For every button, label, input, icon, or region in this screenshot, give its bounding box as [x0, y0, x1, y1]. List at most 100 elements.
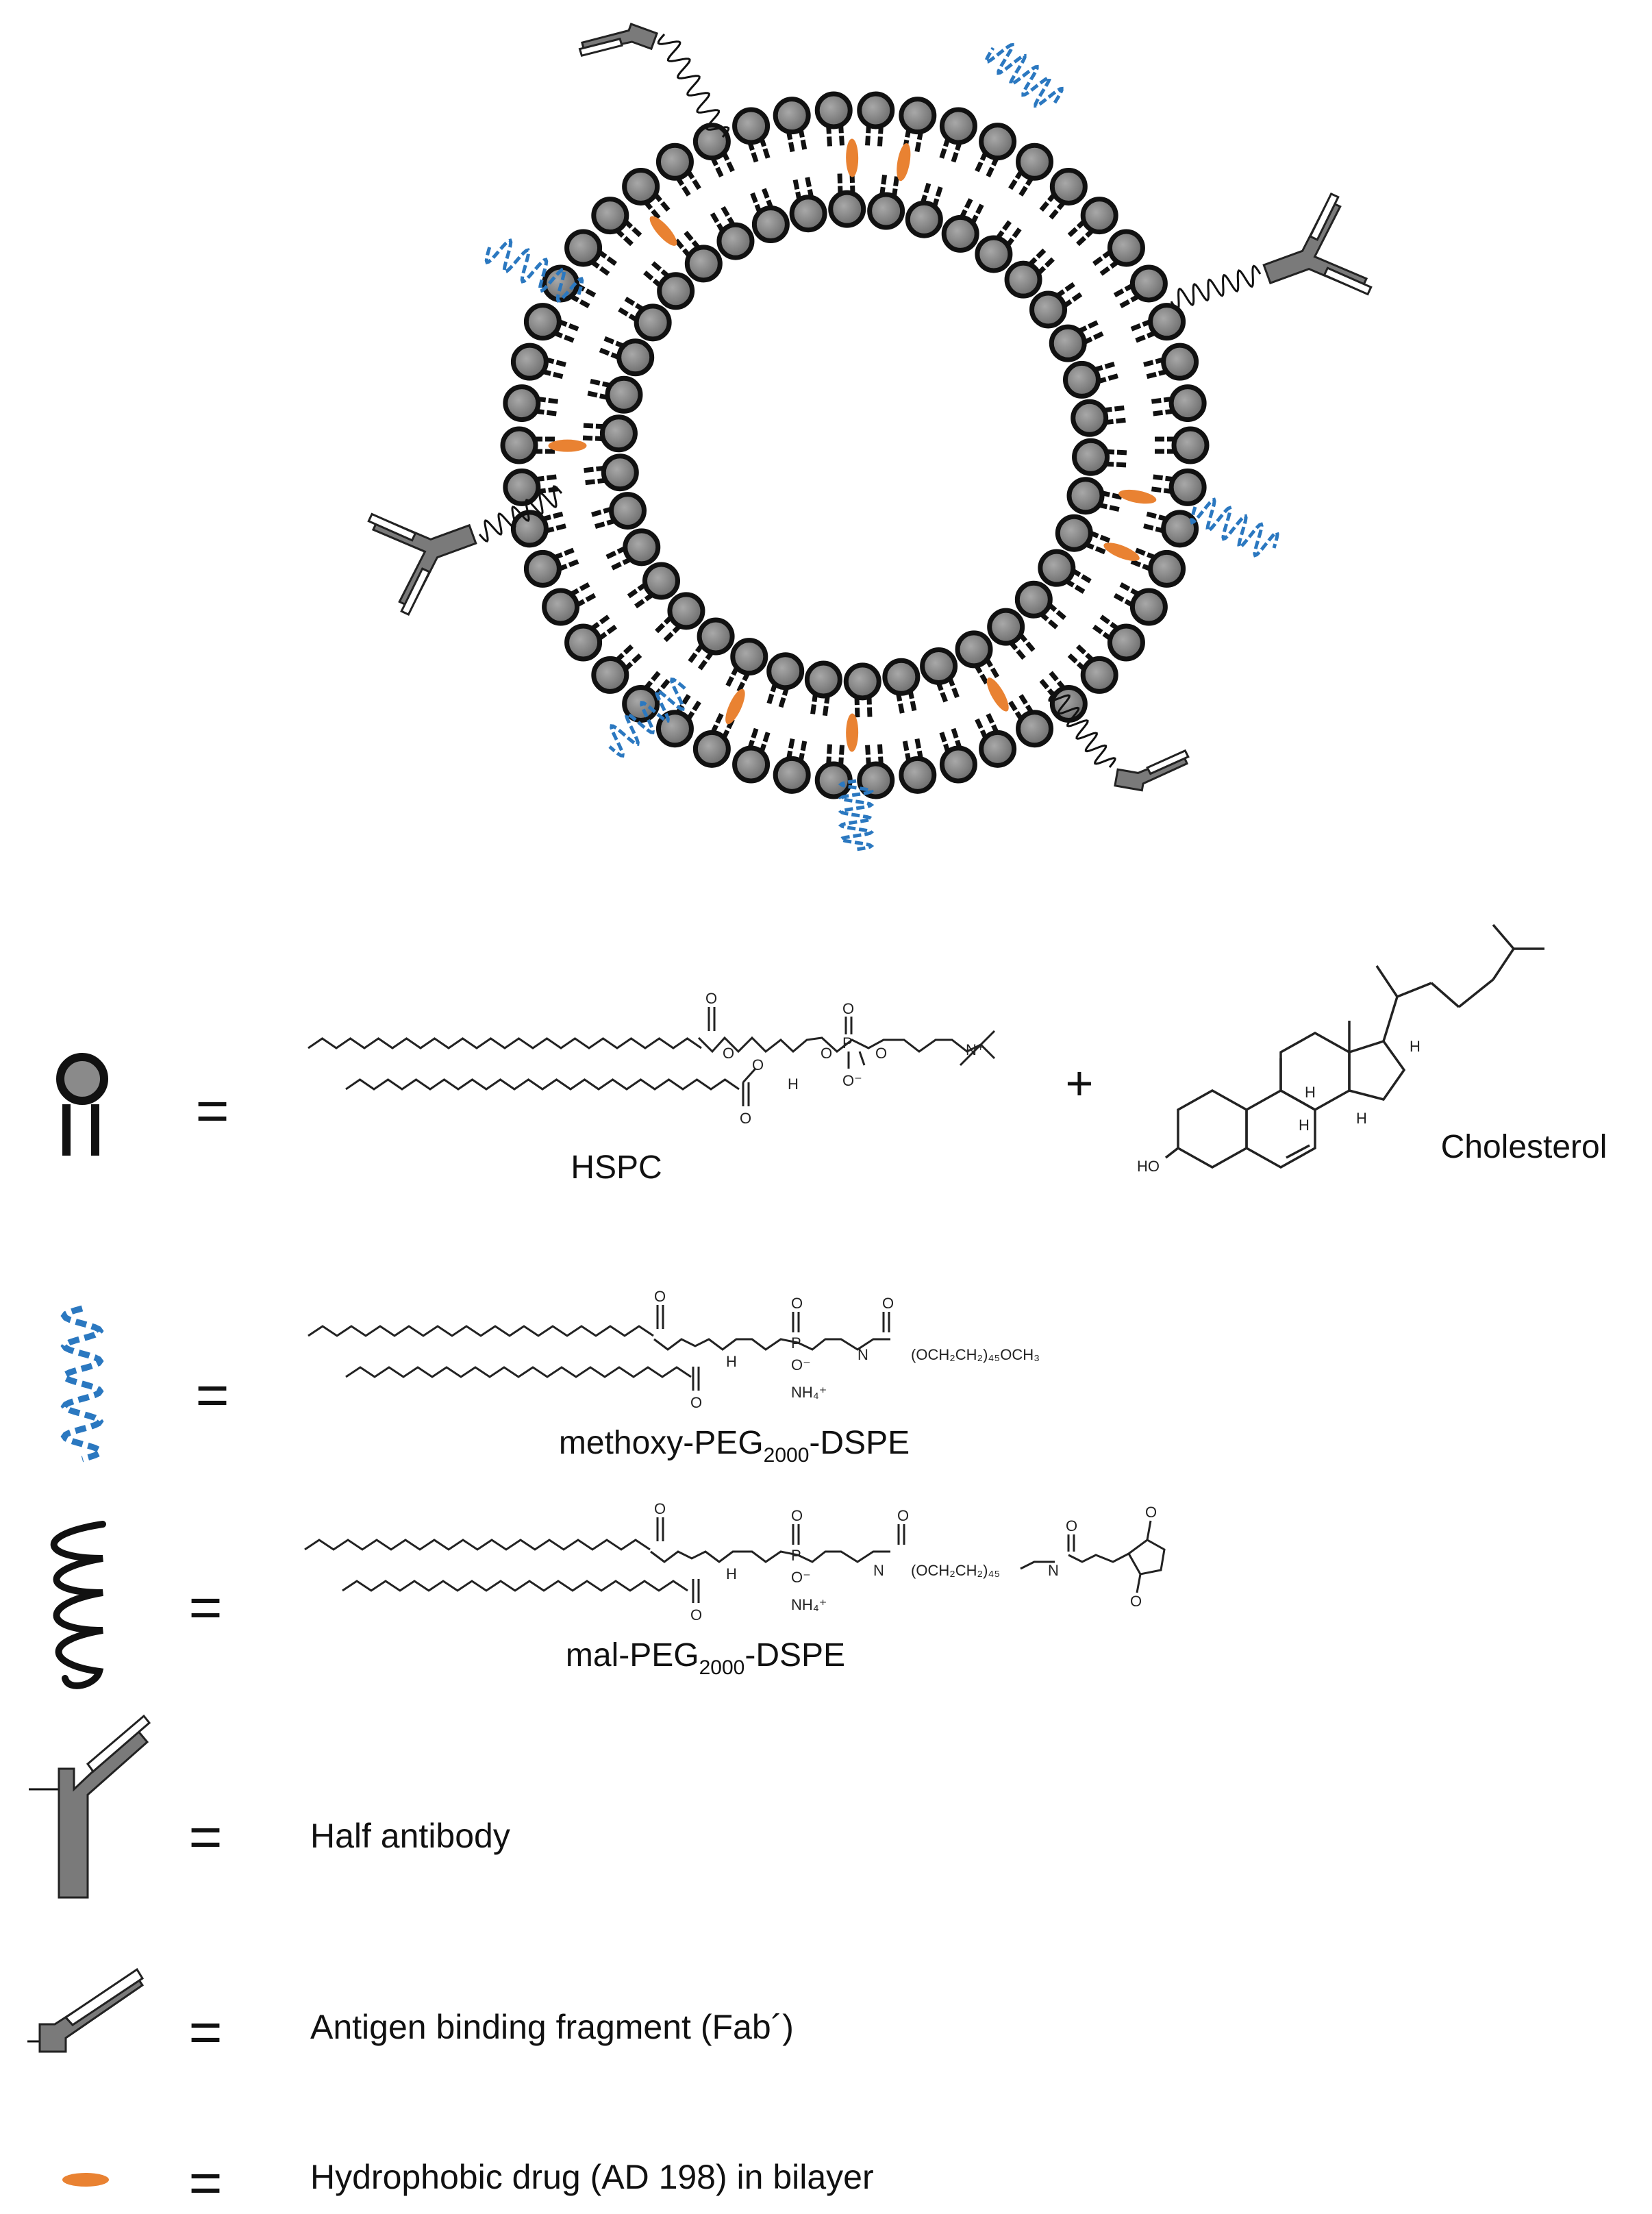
- svg-text:O⁻: O⁻: [791, 1569, 811, 1586]
- svg-text:P: P: [791, 1334, 801, 1352]
- inner-lipid: [905, 182, 943, 238]
- outer-lipid: [814, 91, 853, 147]
- svg-text:O: O: [740, 1110, 751, 1127]
- hspc-label: HSPC: [571, 1149, 662, 1186]
- outer-lipid: [510, 343, 566, 381]
- inner-lipid: [599, 336, 655, 377]
- outer-lipid: [1008, 694, 1054, 748]
- outer-lipid: [510, 510, 566, 548]
- drug-molecule: [846, 138, 859, 177]
- inner-lipid: [750, 188, 790, 244]
- inner-lipid: [1049, 320, 1104, 362]
- svg-text:O: O: [1066, 1517, 1077, 1534]
- outer-lipid: [1143, 343, 1199, 381]
- svg-text:O: O: [821, 1045, 832, 1062]
- drug-label: Hydrophobic drug (AD 198) in bilayer: [310, 2158, 874, 2196]
- inner-lipid: [1029, 282, 1083, 329]
- legend-half-antibody-row: = Half antibody: [29, 1714, 510, 1899]
- outer-lipid: [692, 123, 735, 178]
- legend-drug-row: = Hydrophobic drug (AD 198) in bilayer: [62, 2150, 874, 2214]
- svg-text:H: H: [726, 1353, 737, 1370]
- mal-structure: [304, 1517, 1166, 1603]
- half-antibody-label: Half antibody: [310, 1817, 510, 1855]
- cholesterol-structure: [1164, 923, 1544, 1169]
- svg-text:H: H: [726, 1565, 737, 1582]
- peg-wave: [60, 1305, 104, 1463]
- fab-icon: [27, 1967, 145, 2053]
- svg-text:H: H: [1410, 1038, 1421, 1055]
- svg-text:O: O: [654, 1500, 666, 1517]
- inner-lipid: [804, 660, 842, 717]
- outer-lipid: [939, 727, 977, 784]
- svg-text:O: O: [705, 990, 717, 1007]
- inner-lipid: [1072, 438, 1127, 476]
- inner-lipid: [766, 652, 805, 708]
- inner-lipid: [882, 658, 921, 714]
- peg-chain: [838, 779, 875, 851]
- inner-lipid: [1066, 477, 1123, 515]
- svg-text:N: N: [873, 1562, 884, 1579]
- svg-text:O: O: [875, 1045, 887, 1062]
- outer-lipid: [732, 727, 771, 784]
- mal-atom-labels: O O H P O O⁻ NH₄⁺ N O (OCH₂CH₂)₄₅ N O O …: [654, 1500, 1157, 1624]
- mal-peg-linker: [1048, 691, 1116, 768]
- svg-text:(OCH₂CH₂)₄₅: (OCH₂CH₂)₄₅: [911, 1562, 1000, 1579]
- outer-lipid: [692, 712, 735, 768]
- svg-text:O: O: [690, 1394, 702, 1411]
- svg-text:O: O: [842, 1000, 854, 1017]
- svg-text:O⁻: O⁻: [791, 1356, 811, 1373]
- outer-lipid: [899, 738, 937, 794]
- outer-lipid: [523, 547, 579, 588]
- mpeg-icon: [60, 1305, 104, 1463]
- svg-text:O: O: [654, 1288, 666, 1305]
- outer-lipid: [1067, 644, 1118, 694]
- outer-lipid: [857, 91, 895, 147]
- inner-lipid: [584, 453, 639, 492]
- drug-molecule: [897, 142, 911, 182]
- half-antibody: [367, 512, 477, 617]
- legend-lipid-row: = O O O O H O P O O⁻: [56, 923, 1607, 1186]
- cholesterol-label: Cholesterol: [1441, 1129, 1607, 1165]
- inner-lipid: [1071, 399, 1126, 437]
- mal-peg-linker: [657, 33, 730, 138]
- outer-lipid: [1092, 614, 1145, 662]
- inner-lipid: [828, 173, 866, 228]
- inner-lipid: [591, 492, 647, 530]
- inner-lipid: [789, 177, 827, 233]
- equals-sign: =: [188, 1575, 222, 1639]
- equals-sign: =: [188, 2000, 222, 2064]
- inner-lipid: [587, 375, 643, 414]
- outer-lipid: [523, 303, 579, 343]
- svg-text:N⁺: N⁺: [966, 1041, 985, 1058]
- svg-text:N: N: [858, 1346, 868, 1363]
- outer-lipid: [1039, 167, 1088, 220]
- svg-text:NH₄⁺: NH₄⁺: [791, 1384, 827, 1401]
- inner-lipid: [1014, 580, 1066, 630]
- mpeg-structure: [308, 1305, 890, 1391]
- svg-text:N: N: [1048, 1562, 1059, 1579]
- svg-text:O: O: [791, 1295, 803, 1312]
- peg-chain: [1190, 497, 1279, 558]
- liposome-bilayer: [500, 91, 1210, 799]
- peg-chain: [984, 42, 1064, 108]
- outer-lipid: [542, 582, 597, 626]
- half-antibody: [1262, 192, 1373, 296]
- liposome-surface-decorations: [367, 23, 1373, 851]
- peg-chain: [484, 238, 584, 303]
- inner-lipid: [688, 617, 735, 671]
- outer-lipid: [591, 644, 642, 694]
- inner-lipid: [674, 230, 723, 283]
- svg-text:O: O: [752, 1056, 764, 1073]
- inner-lipid: [582, 414, 638, 453]
- inner-lipid: [1038, 549, 1092, 594]
- outer-lipid: [773, 97, 811, 153]
- inner-lipid: [843, 662, 881, 718]
- outer-lipid: [1155, 426, 1210, 464]
- outer-lipid: [899, 97, 937, 153]
- outer-lipid: [975, 123, 1017, 178]
- inner-lipid: [627, 562, 680, 609]
- inner-lipid: [941, 198, 984, 253]
- outer-lipid: [1151, 384, 1207, 423]
- mal-peg-linker: [1170, 264, 1262, 311]
